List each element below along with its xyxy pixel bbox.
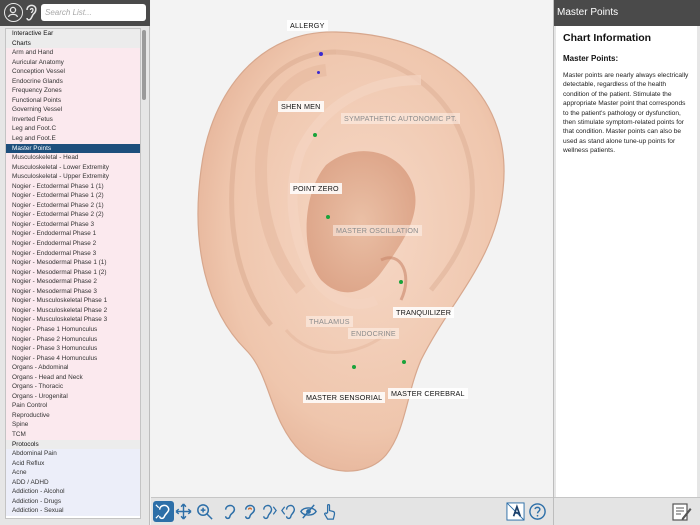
hide-icon[interactable] [298, 501, 319, 522]
list-item[interactable]: Spine [6, 420, 140, 430]
list-item[interactable]: Addiction - Drugs [6, 496, 140, 507]
info-header: Master Points [554, 0, 700, 26]
list-section-header[interactable]: Interactive Ear [6, 29, 140, 39]
list-item[interactable]: Functional Points [6, 95, 140, 106]
ear-mode-icon[interactable] [153, 501, 174, 522]
master-cerebral-point[interactable] [402, 360, 406, 364]
list-item[interactable]: TCM [6, 429, 140, 440]
list-item[interactable]: Nogier - Ectodermal Phase 3 [6, 219, 140, 230]
label-point-zero[interactable]: POINT ZERO [290, 183, 342, 194]
ear-illustration [197, 31, 505, 472]
ear-view-4-icon[interactable] [278, 501, 299, 522]
list-scrollbar[interactable] [142, 30, 146, 100]
list-item[interactable]: Frequency Zones [6, 86, 140, 96]
tranquilizer-point[interactable] [399, 280, 403, 284]
profile-icon[interactable] [4, 3, 23, 22]
list-item[interactable]: Nogier - Endodermal Phase 3 [6, 248, 140, 259]
list-item[interactable]: Organs - Thoracic [6, 382, 140, 392]
notes-icon[interactable] [670, 501, 692, 523]
list-item[interactable]: Musculoskeletal - Head [6, 153, 140, 163]
chart-info: Chart Information Master Points: Master … [556, 26, 697, 498]
list-item[interactable]: Nogier - Phase 3 Homunculus [6, 344, 140, 354]
list-section-header[interactable]: Protocols [6, 439, 140, 450]
list-item[interactable]: Pain Control [6, 401, 140, 411]
list-item[interactable]: Musculoskeletal - Upper Extremity [6, 172, 140, 182]
list-item[interactable]: Nogier - Mesodermal Phase 2 [6, 277, 140, 287]
list-item[interactable]: Nogier - Ectodermal Phase 2 (2) [6, 210, 140, 220]
shen-men-point[interactable] [313, 133, 317, 137]
list-item[interactable]: Acid Reflux [6, 458, 140, 469]
list-item[interactable]: Addiction - Alcohol [6, 487, 140, 497]
label-allergy[interactable]: ALLERGY [287, 20, 328, 31]
label-thalamus[interactable]: THALAMUS [306, 316, 353, 327]
list-item[interactable]: Organs - Head and Neck [6, 372, 140, 383]
zoom-icon[interactable] [194, 501, 215, 522]
bottom-toolbar [151, 497, 553, 525]
list-item[interactable]: Leg and Foot.C [6, 124, 140, 135]
chart-info-title: Chart Information [563, 32, 652, 44]
list-item[interactable]: Nogier - Ectodermal Phase 1 (2) [6, 191, 140, 201]
info-toolbar [554, 497, 700, 525]
list-item[interactable]: Nogier - Mesodermal Phase 1 (2) [6, 267, 140, 278]
list-item[interactable]: Nogier - Phase 1 Homunculus [6, 324, 140, 335]
label-master-cerebral[interactable]: MASTER CEREBRAL [388, 388, 468, 399]
list-item[interactable]: Organs - Abdominal [6, 363, 140, 373]
chart-info-body: Master points are nearly always electric… [563, 72, 689, 155]
list-item[interactable]: Musculoskeletal - Lower Extremity [6, 162, 140, 173]
label-endocrine[interactable]: ENDOCRINE [348, 328, 399, 339]
point-zero-point[interactable] [326, 215, 330, 219]
list-item[interactable]: Nogier - Musculoskeletal Phase 2 [6, 305, 140, 316]
list-item[interactable]: Conception Vessel [6, 67, 140, 77]
label-sympathetic[interactable]: SYMPATHETIC AUTONOMIC PT. [341, 113, 460, 124]
master-sensorial-point[interactable] [352, 365, 356, 369]
list-item[interactable]: ADD / ADHD [6, 477, 140, 488]
list-item[interactable]: Nogier - Phase 2 Homunculus [6, 334, 140, 345]
list-item[interactable]: Inverted Fetus [6, 114, 140, 125]
list-item[interactable]: Auricular Anatomy [6, 57, 140, 68]
allergy-point-2[interactable] [317, 71, 320, 74]
ear-view-1-icon[interactable] [219, 501, 240, 522]
list-item[interactable]: Master Points [6, 143, 140, 154]
left-header-bar: Search List... [0, 0, 150, 26]
list-item[interactable]: Nogier - Endodermal Phase 2 [6, 239, 140, 249]
label-master-sensorial[interactable]: MASTER SENSORIAL [303, 392, 386, 403]
ear-view-3-icon[interactable] [259, 501, 280, 522]
list-item[interactable]: Nogier - Ectodermal Phase 1 (1) [6, 181, 140, 192]
list-item[interactable]: Endocrine Glands [6, 76, 140, 87]
list-item[interactable]: Acne [6, 468, 140, 478]
chart-info-subtitle: Master Points: [563, 54, 619, 63]
list-item[interactable]: Nogier - Ectodermal Phase 2 (1) [6, 200, 140, 211]
search-input[interactable]: Search List... [41, 4, 146, 21]
list-item[interactable]: Nogier - Mesodermal Phase 1 (1) [6, 258, 140, 268]
list-item[interactable]: Nogier - Phase 4 Homunculus [6, 353, 140, 364]
text-size-icon[interactable] [505, 501, 526, 522]
list-section-header[interactable]: Charts [6, 38, 140, 49]
list-item[interactable]: Nogier - Endodermal Phase 1 [6, 229, 140, 240]
list-item[interactable]: Governing Vessel [6, 105, 140, 115]
label-shen-men[interactable]: SHEN MEN [278, 101, 324, 112]
list-item[interactable]: Organs - Urogenital [6, 391, 140, 402]
list-item[interactable]: Leg and Foot.E [6, 134, 140, 144]
help-icon[interactable] [527, 501, 548, 522]
list-item[interactable]: Nogier - Musculoskeletal Phase 1 [6, 296, 140, 306]
pan-icon[interactable] [173, 501, 194, 522]
list-item[interactable]: Addiction - Sexual [6, 506, 140, 516]
info-panel: Master Points Chart Information Master P… [553, 0, 700, 525]
list-item[interactable]: Reproductive [6, 410, 140, 421]
touch-icon[interactable] [319, 501, 340, 522]
hearing-icon[interactable] [23, 3, 40, 23]
label-master-oscillation[interactable]: MASTER OSCILLATION [333, 225, 422, 236]
list-item[interactable]: Abdominal Pain [6, 449, 140, 459]
list-item[interactable]: Nogier - Mesodermal Phase 3 [6, 286, 140, 297]
list-item[interactable]: Nogier - Musculoskeletal Phase 3 [6, 315, 140, 325]
ear-viewport[interactable]: ALLERGY SHEN MEN SYMPATHETIC AUTONOMIC P… [151, 0, 553, 497]
list-item[interactable]: Arm and Hand [6, 48, 140, 58]
label-tranquilizer[interactable]: TRANQUILIZER [393, 307, 455, 318]
allergy-point[interactable] [319, 52, 323, 56]
ear-view-2-icon[interactable] [239, 501, 260, 522]
